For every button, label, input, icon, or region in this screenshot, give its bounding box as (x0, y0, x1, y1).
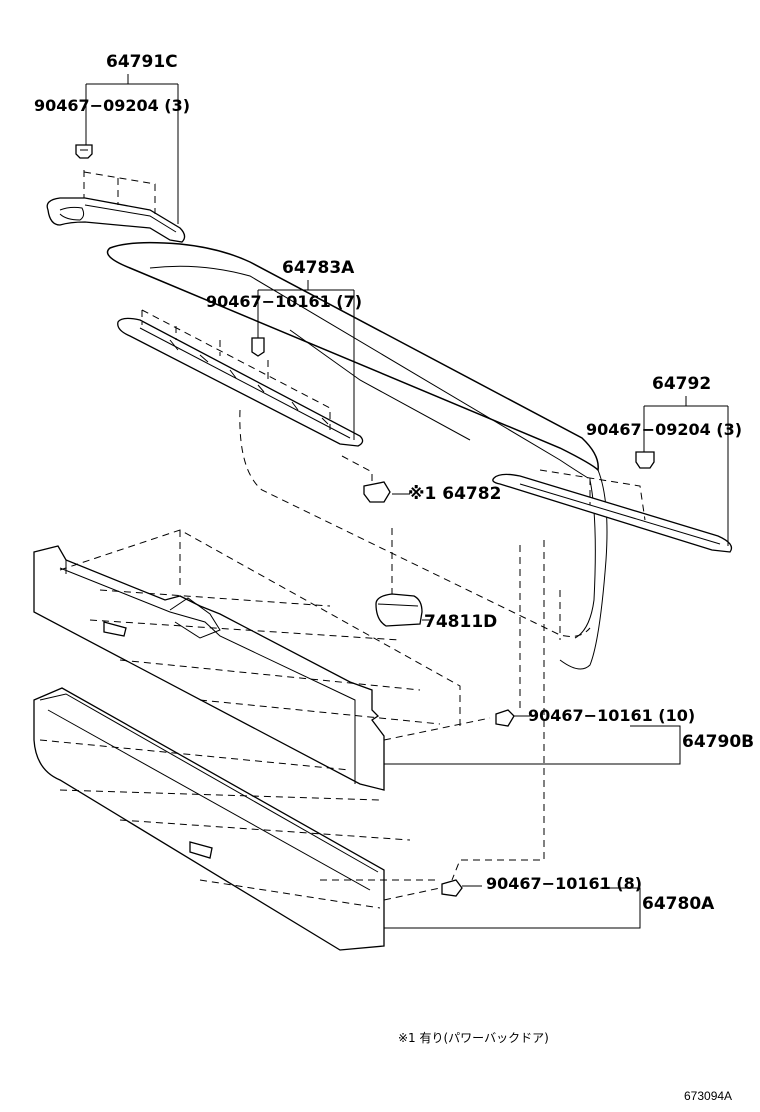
label-64791c-bolt[interactable]: 90467−09204 (3) (34, 96, 191, 115)
label-64780a-bolt[interactable]: 90467−10161 (8) (486, 874, 643, 893)
part-64791c-drawing (46, 74, 186, 243)
part-64783a-drawing (117, 280, 364, 447)
label-64790b[interactable]: 64790B (682, 732, 755, 752)
part-64780a-drawing (33, 687, 641, 951)
diagram-code: 673094A (684, 1089, 733, 1103)
label-64792-bolt[interactable]: 90467−09204 (3) (586, 420, 743, 439)
label-74811d[interactable]: 74811D (424, 612, 498, 632)
label-64790b-bolt[interactable]: 90467−10161 (10) (528, 706, 696, 725)
part-64782-drawing (341, 455, 410, 503)
label-64783a-bolt[interactable]: 90467−10161 (7) (206, 292, 363, 311)
label-64782[interactable]: ※1 64782 (408, 484, 502, 504)
label-64791c[interactable]: 64791C (106, 52, 178, 72)
mounting-bolts (441, 540, 561, 897)
label-64783a[interactable]: 64783A (282, 258, 355, 278)
footnote: ※1 有り(パワーバックドア) (398, 1031, 549, 1045)
label-64792[interactable]: 64792 (652, 374, 712, 394)
part-74811d-drawing (375, 528, 432, 627)
label-64780a[interactable]: 64780A (642, 894, 715, 914)
back-door-outline (106, 241, 608, 670)
part-64792-drawing (492, 396, 733, 553)
part-64790b-drawing (33, 529, 681, 791)
